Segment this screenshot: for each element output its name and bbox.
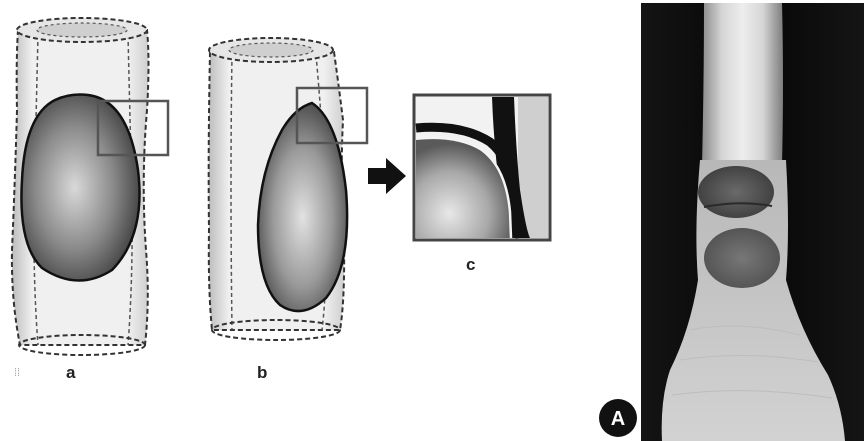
panel-a-top-inner-ellipse (37, 23, 127, 37)
badge-label: A (611, 408, 625, 430)
radiograph-lytic-lesion-upper (698, 166, 774, 218)
radiograph-lytic-lesion-lower (704, 228, 780, 288)
panel-b-top-inner-ellipse (229, 43, 313, 57)
figure-badge: A (599, 399, 637, 437)
panel-a-lesion (21, 95, 139, 281)
arrow-icon (368, 158, 406, 194)
panel-a-diagram: ⁞⁞ a (12, 18, 168, 382)
panel-c-inset: c (414, 95, 550, 274)
panel-b-diagram: b (209, 38, 367, 382)
panel-label-b: b (257, 363, 267, 382)
radiograph (641, 3, 864, 441)
radiograph-bone-shaft (702, 3, 783, 165)
panel-label-c: c (466, 255, 475, 274)
panel-label-a: a (66, 363, 76, 382)
panel-a-scale-marker: ⁞⁞ (14, 367, 20, 379)
